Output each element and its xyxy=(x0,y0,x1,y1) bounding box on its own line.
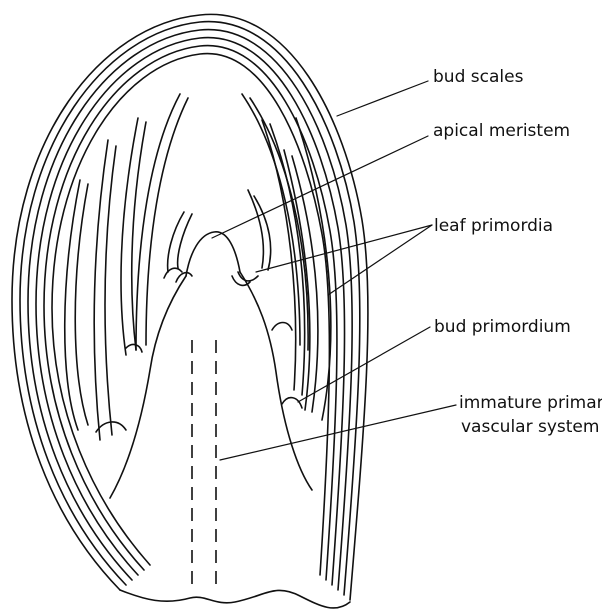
bud-scale xyxy=(36,38,345,585)
inner-leaf xyxy=(248,190,263,268)
leader-bud-scales xyxy=(337,81,428,116)
inner-leaf xyxy=(75,184,88,425)
label-leaf-primordia: leaf primordia xyxy=(434,216,553,236)
inner-leaf xyxy=(146,98,188,345)
bud-primordium-hook xyxy=(272,323,292,331)
leader-leaf-primordia-1 xyxy=(256,225,432,272)
right-leaves xyxy=(242,94,331,420)
leader-leaf-primordia-2 xyxy=(328,225,432,295)
label-bud-scales: bud scales xyxy=(433,67,524,87)
central-axis-right xyxy=(240,272,312,490)
bud-primordia-hooks xyxy=(96,323,302,433)
label-vascular-line2: vascular system xyxy=(461,417,599,437)
label-apical-meristem: apical meristem xyxy=(433,121,570,141)
leaf-primordium-hook xyxy=(176,273,192,282)
inner-leaf xyxy=(105,146,116,435)
inner-leaf xyxy=(65,180,80,430)
bud-primordium-hook xyxy=(126,345,142,352)
left-leaves xyxy=(65,94,192,440)
stem-base-cut xyxy=(120,590,350,608)
label-vascular-line1: immature primary xyxy=(459,393,602,413)
apical-meristem-dome xyxy=(186,232,240,276)
inner-leaf xyxy=(121,118,138,355)
bud-scale xyxy=(44,46,337,580)
label-bud-primordium: bud primordium xyxy=(434,317,571,337)
inner-leaf xyxy=(94,140,108,440)
inner-leaf xyxy=(132,122,146,350)
bud-primordium-hook xyxy=(282,398,302,408)
leader-vascular-system xyxy=(220,405,456,460)
inner-leaf xyxy=(262,120,296,390)
